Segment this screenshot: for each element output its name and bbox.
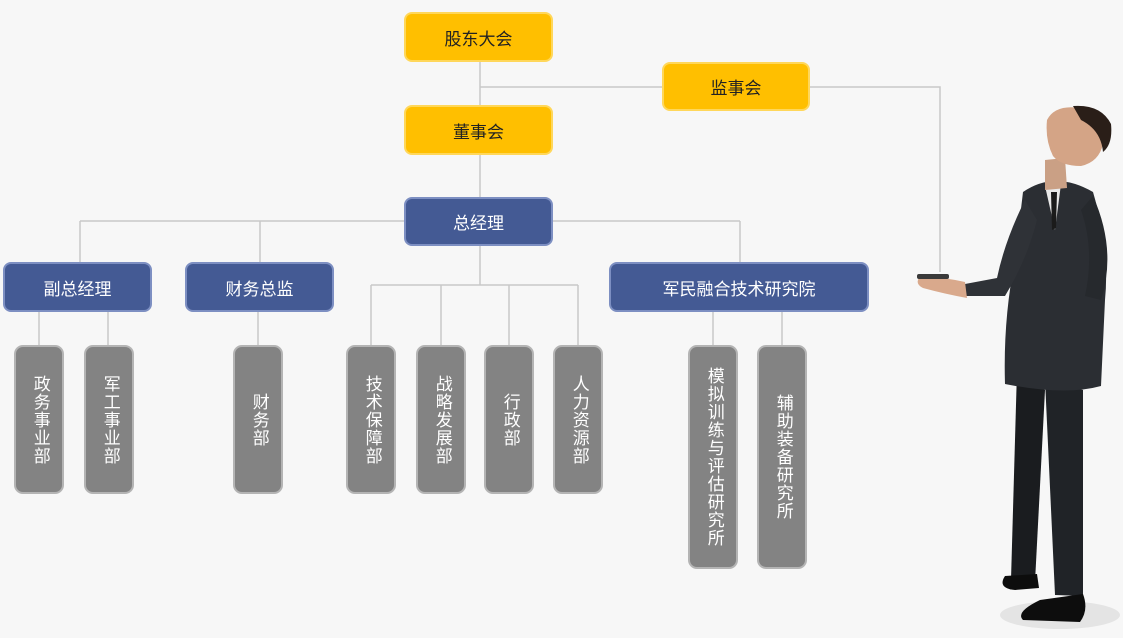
strategy-dept-box: 战略发展部 xyxy=(416,345,466,494)
administration-dept-box: 行政部 xyxy=(484,345,534,494)
board-of-directors-box: 董事会 xyxy=(404,105,553,155)
deputy-general-manager-box: 副总经理 xyxy=(3,262,152,312)
general-manager-box: 总经理 xyxy=(404,197,553,246)
political-affairs-dept-box: 政务事业部 xyxy=(14,345,64,494)
supervisory-board-box: 监事会 xyxy=(662,62,810,111)
research-institute-box: 军民融合技术研究院 xyxy=(609,262,869,312)
auxiliary-equipment-institute-box: 辅助装备研究所 xyxy=(757,345,807,569)
technical-support-dept-box: 技术保障部 xyxy=(346,345,396,494)
finance-dept-box: 财务部 xyxy=(233,345,283,494)
hr-dept-box: 人力资源部 xyxy=(553,345,603,494)
finance-director-box: 财务总监 xyxy=(185,262,334,312)
simulation-training-institute-box: 模拟训练与评估研究所 xyxy=(688,345,738,569)
shareholders-meeting-box: 股东大会 xyxy=(404,12,553,62)
businessman-illustration xyxy=(917,105,1120,629)
military-industry-dept-box: 军工事业部 xyxy=(84,345,134,494)
